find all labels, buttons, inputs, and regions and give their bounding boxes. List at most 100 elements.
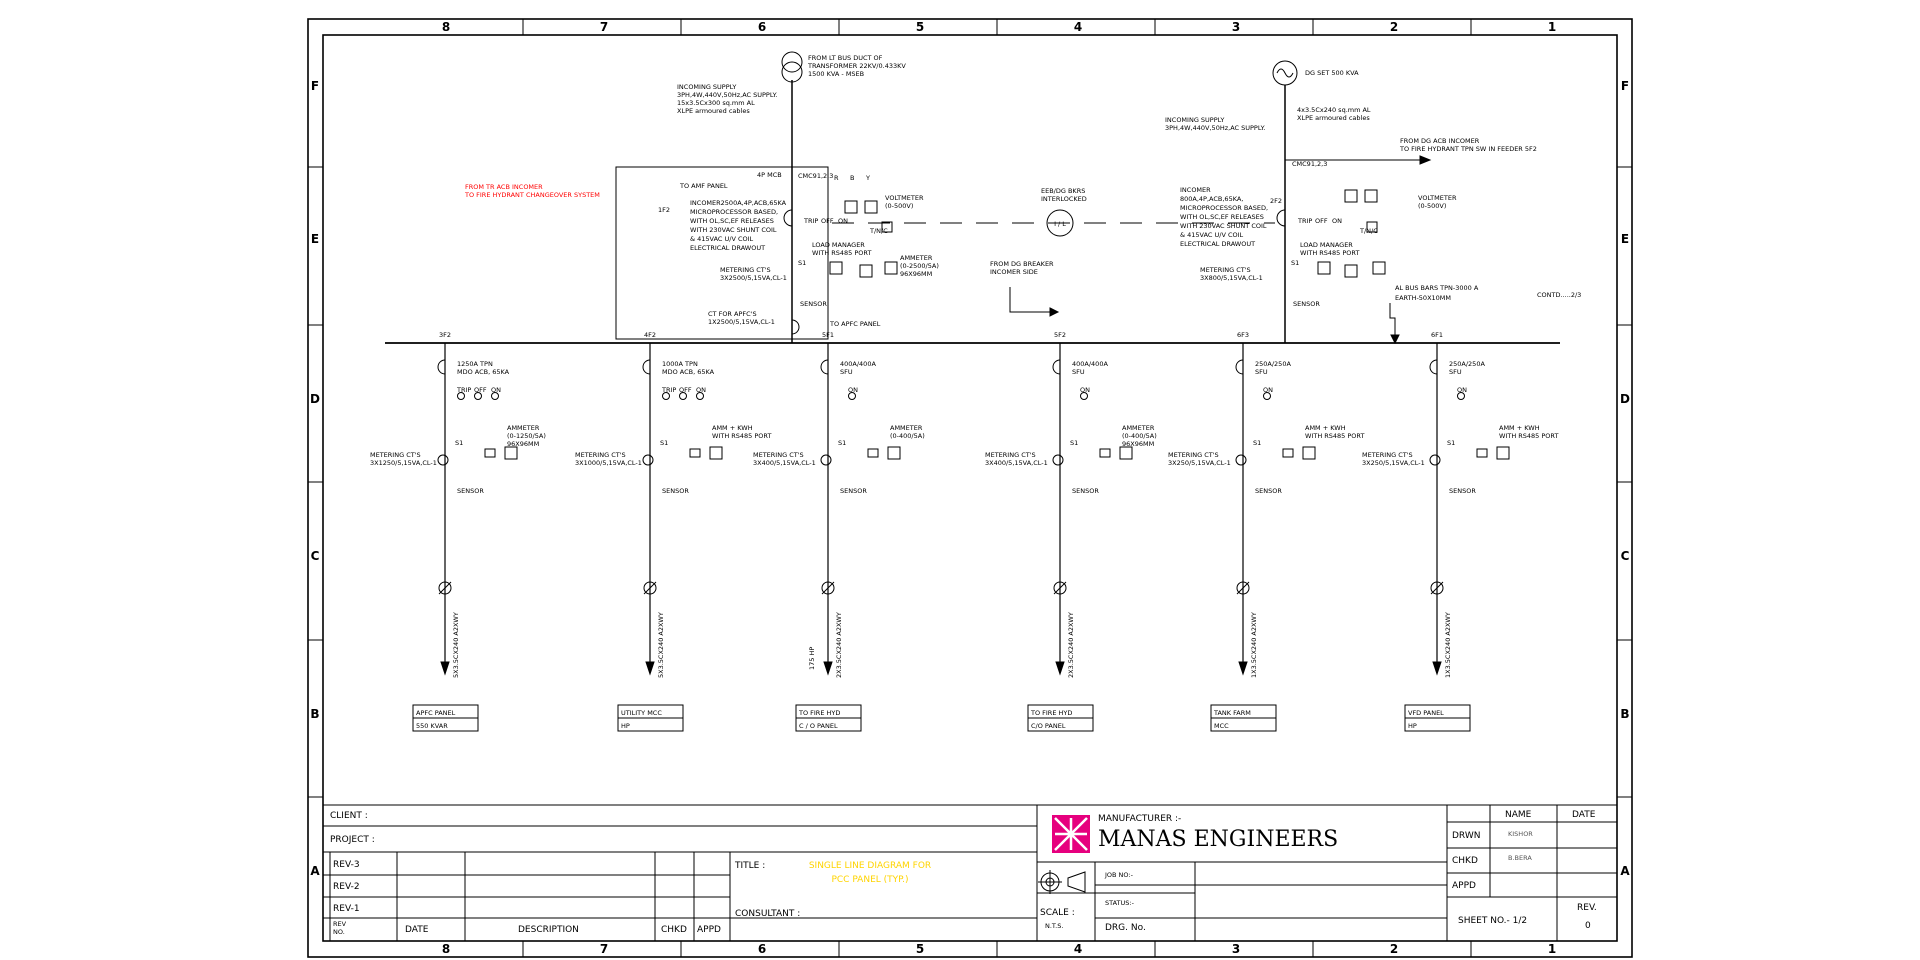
feeder-meter-label: AMMETER xyxy=(507,424,540,432)
dg-incomer-spec: MICROPROCESSOR BASED, xyxy=(1180,204,1268,212)
feeder-meter-label: (0-1250/5A) xyxy=(507,432,546,440)
grid-column-label: 7 xyxy=(600,942,608,956)
lt-incoming-supply-note: 3PH,4W,440V,50Hz,AC SUPPLY. xyxy=(677,91,777,99)
feeder-rating: 1250A TPN xyxy=(457,360,493,368)
continued-label: CONTD.....2/3 xyxy=(1537,291,1581,299)
project-label: PROJECT : xyxy=(330,835,375,845)
s1-label: S1 xyxy=(798,259,806,267)
feeder-destination-detail: C/O PANEL xyxy=(1031,722,1066,730)
feeder-metering-ct-label: METERING CT'S xyxy=(753,451,804,459)
s1-label: S1 xyxy=(1447,439,1455,447)
job-no-label: JOB NO:- xyxy=(1104,871,1134,879)
sensor-label: SENSOR xyxy=(840,487,867,495)
feeder-cable-label: 2X3.5CX240 A2XWY xyxy=(1067,612,1075,678)
feeder-meter-label: AMM + KWH xyxy=(1499,424,1540,432)
feeder-destination: TO FIRE HYD xyxy=(798,709,840,717)
feeder-tag: 5F2 xyxy=(1054,331,1066,339)
revision-label: REV-2 xyxy=(333,882,360,892)
manufacturer-label: MANUFACTURER :- xyxy=(1098,814,1181,824)
s1-label: S1 xyxy=(660,439,668,447)
feeder-metering-ct-label: 3X250/5,15VA,CL-1 xyxy=(1168,459,1231,467)
feeder-metering-ct-label: METERING CT'S xyxy=(1362,451,1413,459)
grid-column-label: 4 xyxy=(1074,942,1082,956)
from-dg-breaker-label: INCOMER SIDE xyxy=(990,268,1038,276)
lt-incomer-spec: ELECTRICAL DRAWOUT xyxy=(690,244,765,252)
feeder-destination-detail: HP xyxy=(1408,722,1417,730)
feeder-cable-label: 2X3.5CX240 A2XWY xyxy=(835,612,843,678)
dg-s1-label: S1 xyxy=(1291,259,1299,267)
feeder-destination: VFD PANEL xyxy=(1408,709,1444,717)
drawing-frame xyxy=(307,18,1633,958)
status-label: STATUS:- xyxy=(1105,899,1135,907)
dg-hydrant-note: FROM DG ACB INCOMER xyxy=(1400,137,1480,145)
feeder-destination-detail: MCC xyxy=(1214,722,1229,730)
grid-column-label: 8 xyxy=(442,942,450,956)
grid-row-label: F xyxy=(311,79,319,93)
indicator-lamp-label: ON xyxy=(696,386,706,394)
drawing-number-label: DRG. No. xyxy=(1105,923,1146,933)
feeder-rating: MDO ACB, 65KA xyxy=(457,368,510,376)
apfc-ct-label: 1X2500/5,15VA,CL-1 xyxy=(708,318,775,326)
grid-column-label: 7 xyxy=(600,20,608,34)
grid-row-label: E xyxy=(1621,232,1629,246)
drwn-label: DRWN xyxy=(1452,831,1480,841)
phase-label: B xyxy=(850,174,854,182)
s1-label: S1 xyxy=(1253,439,1261,447)
dg-cable-note: 4x3.5Cx240 sq.mm AL xyxy=(1297,106,1371,114)
revision-label: REV-1 xyxy=(333,904,360,914)
load-manager-label: WITH RS485 PORT xyxy=(812,249,871,257)
feeder-rating: 250A/250A xyxy=(1449,360,1485,368)
mcb-label: 4P MCB xyxy=(757,171,782,179)
dg-sensor-label: SENSOR xyxy=(1293,300,1320,308)
scale-label: SCALE : xyxy=(1040,908,1075,918)
indicator-lamp-label: OFF xyxy=(474,386,487,394)
name-column-label: NAME xyxy=(1505,810,1532,820)
dg-load-manager-label: LOAD MANAGER xyxy=(1300,241,1353,249)
grid-column-label: 1 xyxy=(1548,20,1556,34)
company-name: MANAS ENGINEERS xyxy=(1098,827,1338,852)
feeder-metering-ct-label: 3X250/5,15VA,CL-1 xyxy=(1362,459,1425,467)
phase-label: Y xyxy=(865,174,870,182)
dg-indicator-lamp-label: ON xyxy=(1332,217,1342,225)
sensor-label: SENSOR xyxy=(1072,487,1099,495)
feeder-rating: SFU xyxy=(1449,368,1462,376)
feeder-rating: MDO ACB, 65KA xyxy=(662,368,715,376)
feeder-metering-ct-label: 3X1250/5,15VA,CL-1 xyxy=(370,459,437,467)
feeder-destination: TO FIRE HYD xyxy=(1030,709,1072,717)
dg-voltmeter-label: VOLTMETER xyxy=(1418,194,1457,202)
feeder-hp-label: 175 HP xyxy=(808,647,816,670)
feeder-destination: APFC PANEL xyxy=(416,709,456,717)
feeder-destination-detail: HP xyxy=(621,722,630,730)
feeder-metering-ct-label: 3X400/5,15VA,CL-1 xyxy=(985,459,1048,467)
grid-row-label: E xyxy=(311,232,319,246)
dg-incomer-spec: 800A,4P,ACB,65KA, xyxy=(1180,195,1243,203)
transformer-icon xyxy=(781,51,803,73)
indicator-lamp-label: ON xyxy=(1080,386,1090,394)
dg-load-manager-label: WITH RS485 PORT xyxy=(1300,249,1359,257)
feeder-destination-detail: 550 KVAR xyxy=(416,722,448,730)
feeder-cable-label: 1X3.5CX240 A2XWY xyxy=(1250,612,1258,678)
grid-row-label: B xyxy=(310,707,319,721)
s1-label: S1 xyxy=(838,439,846,447)
dg-metering-ct-label: 3X800/5,15VA,CL-1 xyxy=(1200,274,1263,282)
feeder-meter-label: AMMETER xyxy=(890,424,923,432)
dg-hydrant-note: TO FIRE HYDRANT TPN SW IN FEEDER 5F2 xyxy=(1399,145,1537,153)
date-column-label: DATE xyxy=(1572,810,1596,820)
cmc-label: CMC91,2,3 xyxy=(798,172,833,180)
feeder-tag: 3F2 xyxy=(439,331,451,339)
grid-row-label: A xyxy=(1620,864,1630,878)
indicator-lamp-label: TRIP xyxy=(456,386,471,394)
dg-incomer-spec: INCOMER xyxy=(1180,186,1211,194)
feeder-3F2 xyxy=(437,343,518,676)
feeder-metering-ct-label: 3X400/5,15VA,CL-1 xyxy=(753,459,816,467)
phase-label: R xyxy=(834,174,839,182)
indicator-lamp-label: ON xyxy=(491,386,501,394)
drwn-name: KISHOR xyxy=(1508,830,1533,838)
drawing-title: PCC PANEL (TYP.) xyxy=(831,875,908,885)
voltmeter-label: (0-500V) xyxy=(885,202,913,210)
voltmeter-label: VOLTMETER xyxy=(885,194,924,202)
title-label: TITLE : xyxy=(734,861,765,871)
